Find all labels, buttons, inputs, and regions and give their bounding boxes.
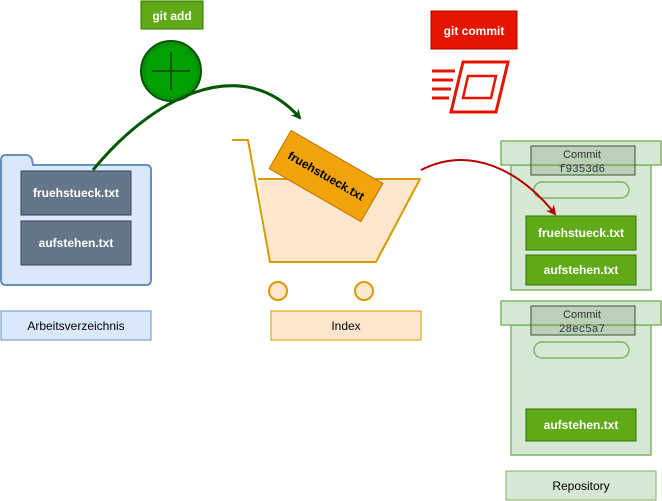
working-file-fruehstueck[interactable] — [20, 170, 132, 216]
commit-1-file-aufstehen-label: aufstehen.txt — [544, 263, 619, 277]
plus-circle-icon — [140, 40, 202, 102]
commit-2-title: Commit — [563, 309, 601, 321]
git-add-group: git add — [140, 0, 204, 102]
fast-card-icon — [432, 60, 510, 114]
git-commit-label: git commit — [444, 24, 505, 38]
working-directory-caption-box — [0, 310, 152, 341]
working-directory-caption: Arbeitsverzeichnis — [27, 319, 124, 333]
commit-2-handle — [533, 341, 630, 359]
commit-1-handle — [533, 181, 630, 199]
repository-caption-box — [505, 470, 657, 501]
commit-1-title: Commit — [563, 149, 601, 161]
commit-1-file-fruehstueck-label: fruehstueck.txt — [538, 226, 624, 240]
shopping-cart-icon — [232, 139, 421, 301]
commit-box-2: Commit 28ec5a7 aufstehen.txt — [500, 300, 662, 456]
commit-2-file-aufstehen[interactable] — [525, 408, 637, 442]
working-directory: fruehstueck.txt aufstehen.txt — [0, 154, 152, 286]
index-caption-box — [270, 310, 422, 341]
commit-2-title-box — [530, 305, 636, 336]
git-commit-group: git commit — [430, 10, 518, 114]
commit-1-title-box — [530, 145, 636, 176]
commit-2-file-aufstehen-label: aufstehen.txt — [544, 418, 619, 432]
repository-caption: Repository — [552, 479, 609, 493]
commit-1-file-fruehstueck[interactable] — [525, 215, 637, 251]
index-caption: Index — [331, 319, 360, 333]
git-add-badge — [140, 0, 204, 30]
working-file-aufstehen-label: aufstehen.txt — [39, 236, 114, 250]
commit-1-file-aufstehen[interactable] — [525, 254, 637, 286]
commit-2-hash: 28ec5a7 — [559, 324, 605, 336]
commit-arrow — [420, 159, 557, 216]
commit-box-1: Commit f9353d6 fruehstueck.txt aufstehen… — [500, 140, 662, 291]
working-file-aufstehen[interactable] — [20, 220, 132, 266]
git-add-label: git add — [152, 9, 191, 23]
add-arrow — [91, 84, 302, 171]
git-commit-badge — [430, 10, 518, 50]
working-file-fruehstueck-label: fruehstueck.txt — [33, 186, 119, 200]
commit-1-hash: f9353d6 — [559, 164, 605, 176]
